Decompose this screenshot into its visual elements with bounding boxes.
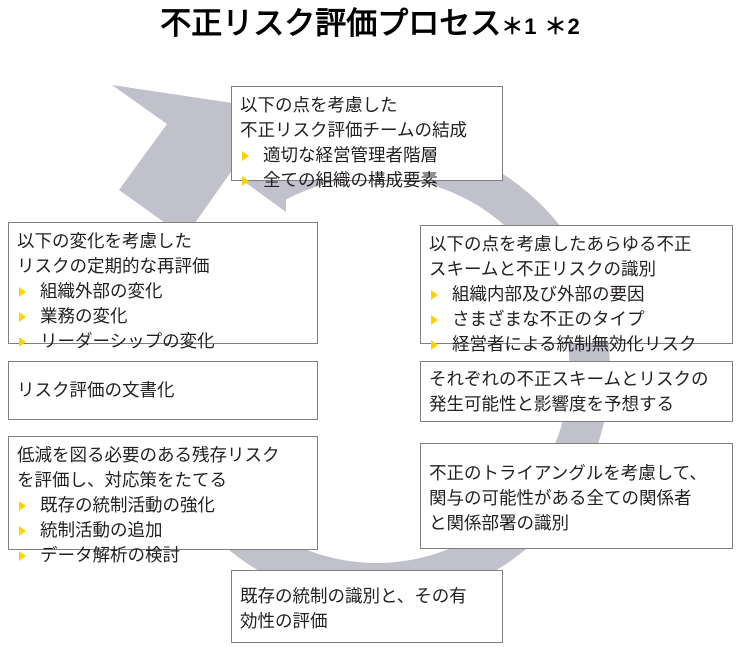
bullet-triangle-icon xyxy=(19,311,26,322)
bullet-triangle-icon xyxy=(19,500,26,511)
step-line: 低減を図る必要のある残存リスク xyxy=(17,445,280,465)
step-bullet: データ解析の検討 xyxy=(17,543,309,568)
step-bullet-label: 経営者による統制無効化リスク xyxy=(452,334,697,354)
step-line: 以下の変化を考慮した xyxy=(17,231,192,251)
step-line: と関係部署の識別 xyxy=(429,513,569,533)
step-bullet: 統制活動の追加 xyxy=(17,518,309,543)
bullet-triangle-icon xyxy=(19,525,26,536)
step-bullet: 全ての組織の構成要素 xyxy=(240,168,494,193)
bullet-triangle-icon xyxy=(19,336,26,347)
step-bullet: 組織内部及び外部の要因 xyxy=(429,282,724,307)
step-line: 効性の評価 xyxy=(240,611,328,631)
step-line: スキームと不正リスクの識別 xyxy=(429,259,656,279)
step-line: 以下の点を考慮した xyxy=(240,95,398,115)
bullet-triangle-icon xyxy=(242,150,249,161)
step-box-top[interactable]: 以下の点を考慮した 不正リスク評価チームの結成 適切な経営管理者階層 全ての組織… xyxy=(231,86,503,190)
step-line: 関与の可能性がある全ての関係者 xyxy=(429,488,692,508)
step-line: それぞれの不正スキームとリスクの xyxy=(429,369,709,389)
step-box-left-upper[interactable]: 以下の変化を考慮した リスクの定期的な再評価 組織外部の変化 業務の変化 リーダ… xyxy=(8,222,318,351)
step-bullet-label: 組織内部及び外部の要因 xyxy=(452,284,645,304)
step-box-right-middle[interactable]: それぞれの不正スキームとリスクの 発生可能性と影響度を予想する xyxy=(420,361,733,422)
step-bullet-label: 適切な経営管理者階層 xyxy=(263,145,438,165)
step-line: リスクの定期的な再評価 xyxy=(17,256,210,276)
step-bullet-label: リーダーシップの変化 xyxy=(40,331,215,351)
step-bullet: さまざまな不正のタイプ xyxy=(429,307,724,332)
step-bullet-label: 業務の変化 xyxy=(40,306,128,326)
step-bullet: 業務の変化 xyxy=(17,304,309,329)
step-bullet: 既存の統制活動の強化 xyxy=(17,493,309,518)
step-line: 不正リスク評価チームの結成 xyxy=(240,120,467,140)
step-line: 以下の点を考慮したあらゆる不正 xyxy=(429,234,692,254)
step-bullet-label: データ解析の検討 xyxy=(40,545,180,565)
bullet-triangle-icon xyxy=(431,339,438,350)
step-bullet-label: 統制活動の追加 xyxy=(40,520,163,540)
step-box-right-upper[interactable]: 以下の点を考慮したあらゆる不正 スキームと不正リスクの識別 組織内部及び外部の要… xyxy=(420,225,733,354)
step-box-left-middle[interactable]: リスク評価の文書化 xyxy=(8,361,318,420)
step-bullet-label: 組織外部の変化 xyxy=(40,281,163,301)
step-line: 既存の統制の識別と、その有 xyxy=(240,586,467,606)
step-bullet-label: さまざまな不正のタイプ xyxy=(452,309,645,329)
page-title-text: 不正リスク評価プロセス xyxy=(160,6,502,41)
bullet-triangle-icon xyxy=(431,289,438,300)
page-title-footnotes: ＊1 ＊2 xyxy=(501,14,581,39)
page-title: 不正リスク評価プロセス＊1 ＊2 xyxy=(0,2,741,49)
bullet-triangle-icon xyxy=(242,175,249,186)
step-bullet: 適切な経営管理者階層 xyxy=(240,143,494,168)
step-bullet: 経営者による統制無効化リスク xyxy=(429,332,724,357)
step-line: 不正のトライアングルを考慮して、 xyxy=(429,463,707,483)
step-line: 発生可能性と影響度を予想する xyxy=(429,394,674,414)
step-bullet: 組織外部の変化 xyxy=(17,279,309,304)
step-line: を評価し、対応策をたてる xyxy=(17,470,227,490)
bullet-triangle-icon xyxy=(19,550,26,561)
bullet-triangle-icon xyxy=(431,314,438,325)
step-line: リスク評価の文書化 xyxy=(17,380,175,400)
bullet-triangle-icon xyxy=(19,286,26,297)
step-bullet: リーダーシップの変化 xyxy=(17,329,309,354)
step-box-right-lower[interactable]: 不正のトライアングルを考慮して、 関与の可能性がある全ての関係者 と関係部署の識… xyxy=(420,443,733,549)
step-box-bottom[interactable]: 既存の統制の識別と、その有 効性の評価 xyxy=(231,570,503,643)
step-box-left-lower[interactable]: 低減を図る必要のある残存リスク を評価し、対応策をたてる 既存の統制活動の強化 … xyxy=(8,436,318,565)
step-bullet-label: 全ての組織の構成要素 xyxy=(263,170,438,190)
step-bullet-label: 既存の統制活動の強化 xyxy=(40,495,215,515)
